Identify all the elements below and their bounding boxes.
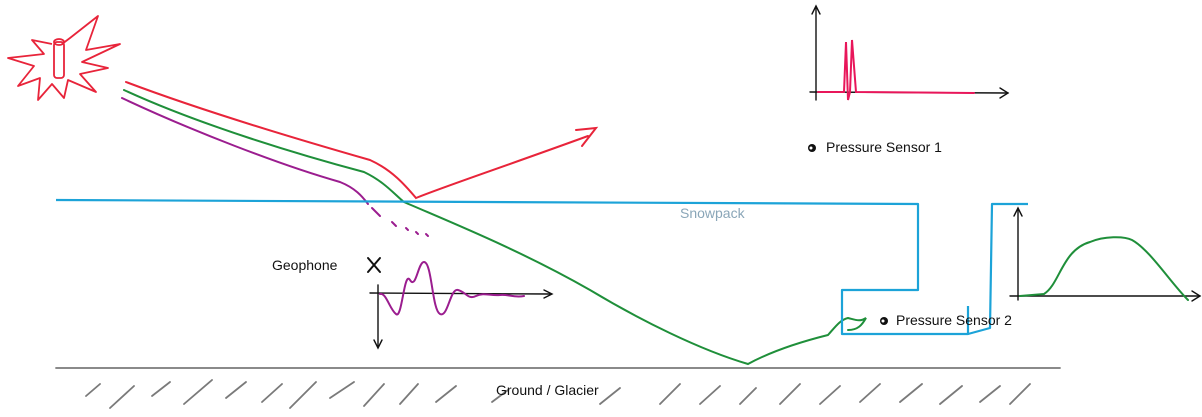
pressure-sensor-2-label: Pressure Sensor 2 (896, 312, 1012, 328)
ground-surface (55, 367, 1061, 409)
airwave-path (125, 81, 599, 200)
dot-marker-icon (880, 317, 888, 325)
pressure-sensor-1-label: Pressure Sensor 1 (826, 139, 942, 155)
pressure-sensor-2-plot (1009, 206, 1202, 302)
geophone-plot-axes (369, 284, 554, 350)
dot-marker-icon (808, 144, 816, 152)
geophone-label: Geophone (272, 257, 338, 273)
geophone-waveform (379, 260, 525, 316)
snowpack-label: Snowpack (680, 205, 746, 221)
pressure-sensor-1-axes (809, 4, 1010, 101)
snowpack-outline (55, 198, 1028, 336)
seismic-wave-path (121, 97, 429, 237)
ground-wave-path (123, 89, 867, 366)
pressure-sensor-1-plot (809, 4, 1010, 101)
pressure-sensor-2-waveform (1019, 236, 1189, 301)
cross-marker-icon (367, 257, 381, 273)
pressure-sensor-2-axes (1009, 206, 1202, 302)
ground-label: Ground / Glacier (496, 382, 599, 398)
pressure-sensor-1-waveform (817, 39, 975, 101)
explosion-icon (7, 15, 121, 101)
geophone-signal-plot (369, 260, 554, 350)
